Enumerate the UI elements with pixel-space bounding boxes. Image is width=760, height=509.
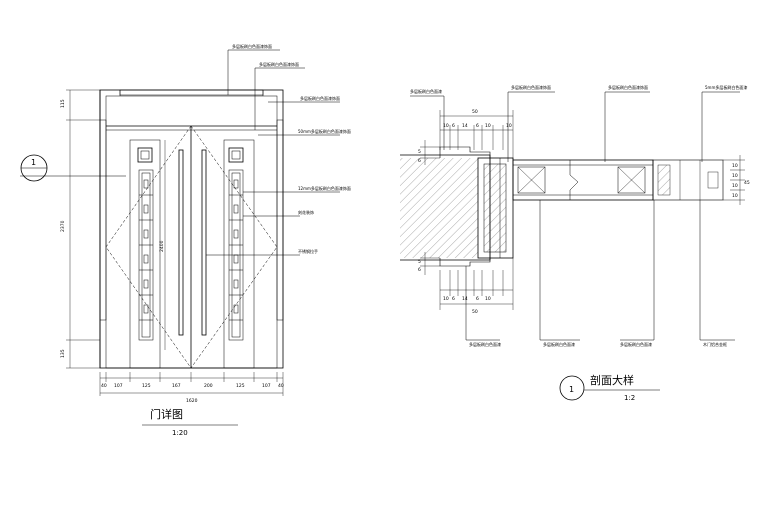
door-scale: 1:20: [172, 429, 188, 437]
section-leaders: [410, 91, 740, 341]
sec-top-dim-6: 10: [506, 123, 512, 129]
door-leaf-section: [512, 159, 654, 201]
sec-note-top-2: 多层板刷白色面漆饰面: [511, 84, 551, 90]
section-detail: [400, 91, 745, 341]
sec-top-dim-1: 10: [443, 123, 449, 129]
sec-top-dim-2: 6: [452, 123, 455, 129]
overall-width: 1620: [186, 398, 198, 404]
detail-marker-circle: [559, 375, 585, 401]
section-title: 剖面大样: [590, 373, 634, 387]
medallion-right: [228, 147, 244, 163]
sec-note-bot-4: 木门铝合金框: [703, 341, 727, 347]
door-frame-jamb: [477, 157, 514, 259]
door-note-1: 多层板刷白色面漆饰面: [232, 43, 272, 49]
sec-note-top-1: 多层板刷白色面漆: [410, 88, 442, 94]
bottom-dim-3: 125: [142, 383, 151, 389]
sec-note-top-3: 多层板刷白色面漆饰面: [608, 84, 648, 90]
sec-top-dim-3: 14: [462, 123, 468, 129]
sec-note-top-4: 5mm多层板刷白色面漆: [705, 84, 747, 90]
sec-note-bot-3: 多层板刷白色面漆: [620, 341, 652, 347]
section-notes: 多层板刷白色面漆 多层板刷白色面漆饰面 多层板刷白色面漆饰面 5mm多层板刷白色…: [410, 84, 747, 347]
left-dim-2: 2370: [60, 220, 66, 232]
bottom-dim-6: 125: [236, 383, 245, 389]
sec-bot-dim-4: 10: [485, 296, 491, 302]
sec-left-bot-dim-1: 6: [418, 267, 421, 273]
left-dim-3: 135: [60, 349, 66, 358]
sec-right-dim-total: 45: [744, 180, 750, 186]
door-inner-frame: [105, 95, 278, 369]
bottom-dim-7: 107: [262, 383, 271, 389]
handle-left: [178, 149, 184, 336]
sec-top-dim-5: 10: [485, 123, 491, 129]
door-note-6: 刻花装饰: [298, 209, 314, 215]
door-note-3: 多层板刷白色面漆饰面: [300, 95, 340, 101]
sec-left-dim-1: 6: [418, 158, 421, 164]
door-dimensions: 115 2370 135 2400 40 107 125 167 200 125…: [60, 99, 284, 404]
door-note-5: 12mm多层板刷白色面漆饰面: [298, 185, 351, 191]
left-dim-1: 115: [60, 99, 66, 108]
sec-right-dim-3: 10: [732, 193, 738, 199]
edge-profile: [652, 159, 724, 201]
sec-right-dim-0: 10: [732, 163, 738, 169]
sec-note-bot-1: 多层板刷白色面漆: [469, 341, 501, 347]
section-marker-number: 1: [31, 158, 36, 167]
door-elevation: [20, 49, 340, 396]
door-outer-frame: [99, 89, 284, 369]
sec-left-bot-dim-0: 5: [418, 259, 421, 265]
sec-top-dim-4: 6: [476, 123, 479, 129]
center-dim: 2400: [159, 240, 165, 252]
bottom-dim-8: 40: [278, 383, 284, 389]
sec-top-dim-0: 50: [472, 109, 478, 115]
door-notes: 多层板刷白色面漆饰面 多层板刷白色面漆饰面 多层板刷白色面漆饰面 50mm多层板…: [232, 43, 351, 254]
leader-lines: [206, 49, 340, 256]
bottom-dim-2: 107: [114, 383, 123, 389]
door-title: 门详图: [150, 407, 183, 421]
sec-bot-dim-3: 6: [476, 296, 479, 302]
bottom-dim-4: 167: [172, 383, 181, 389]
sec-bot-dim-0: 10: [443, 296, 449, 302]
swing-lines: [105, 125, 278, 369]
lattice-left: [138, 169, 154, 341]
sec-bot-dim-5: 50: [472, 309, 478, 315]
bottom-dim-1: 40: [101, 383, 107, 389]
section-dimensions: 50 10 6 14 6 10 10 10 6 14 6 10 50 5 6 5…: [418, 109, 750, 315]
sec-right-dim-2: 10: [732, 183, 738, 189]
handle-right: [201, 149, 207, 336]
door-note-4: 50mm多层板刷白色面漆饰面: [298, 128, 351, 134]
sec-right-dim-1: 10: [732, 173, 738, 179]
sec-bot-dim-2: 14: [462, 296, 468, 302]
door-note-2: 多层板刷白色面漆饰面: [259, 61, 299, 67]
sec-note-bot-2: 多层板刷白色面漆: [543, 341, 575, 347]
sec-bot-dim-1: 6: [452, 296, 455, 302]
bottom-dim-5: 200: [204, 383, 213, 389]
sec-left-dim-0: 5: [418, 149, 421, 155]
detail-marker-number: 1: [569, 385, 574, 394]
section-scale: 1:2: [624, 394, 635, 402]
medallion-left: [137, 147, 153, 163]
door-note-7: 不锈钢拉手: [298, 248, 318, 254]
